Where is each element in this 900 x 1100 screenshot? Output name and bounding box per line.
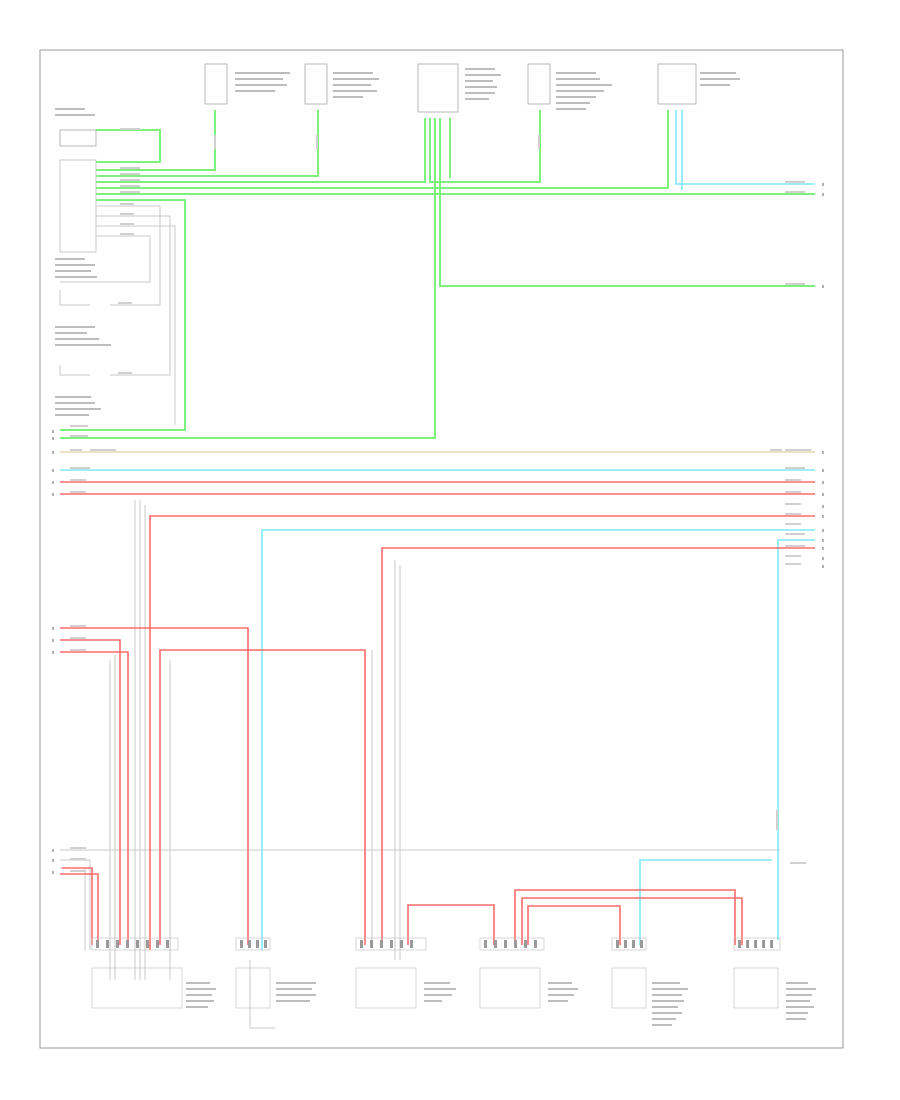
cyan-wiring: [60, 110, 815, 950]
top-connectors: [59, 63, 697, 147]
module-connector: [733, 937, 781, 1009]
module-connector: [479, 937, 545, 1009]
gray-wiring: [59, 159, 780, 1029]
connector-box: [527, 63, 551, 105]
bottom-label-blocks: [186, 982, 816, 1026]
right-terminals: [52, 183, 824, 874]
label-blocks: [55, 68, 740, 416]
module-connector: [91, 937, 183, 1009]
diagram-frame: [39, 49, 844, 1049]
connector-box: [304, 63, 328, 105]
connector-box: [204, 63, 228, 105]
module-connector: [355, 937, 427, 1009]
connector-box: [657, 63, 697, 105]
connector-box: [417, 63, 459, 113]
bottom-modules: [91, 937, 781, 1009]
wire-labels: [70, 128, 811, 872]
module-connector: [235, 937, 271, 1009]
red-wiring: [60, 481, 815, 950]
connector-box: [59, 129, 97, 147]
module-connector: [611, 937, 647, 1009]
